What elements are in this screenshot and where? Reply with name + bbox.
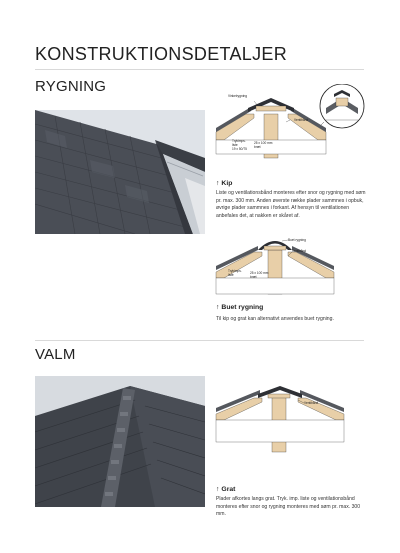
buet-title: ↑Buet rygning [216, 304, 264, 311]
grat-description: Plader afkortes langs grat. Tryk. imp. l… [216, 496, 361, 518]
ridge-detail-diagram: Vinkelrygning Ventibånd Trykimps. liste … [214, 83, 366, 184]
page-title: KONSTRUKTIONSDETALJER [35, 44, 287, 64]
section-heading-rygning: RYGNING [35, 78, 107, 95]
label-ventibaand-1: Ventibånd [294, 118, 308, 122]
curved-ridge-diagram: Buet rygning Ventibånd Trykimps. liste 2… [214, 234, 354, 296]
section-divider [35, 340, 364, 341]
label-board-b1: 25 x 100 mm [250, 271, 269, 275]
label-trykimps-2: liste [232, 143, 238, 147]
buet-description: Til kip og grat kan alternativt anvendes… [216, 316, 334, 322]
arrow-up-icon: ↑ [216, 180, 220, 187]
title-divider [35, 69, 364, 70]
kip-title: ↑Kip [216, 180, 233, 187]
label-ventibaand-3: Ventibånd [304, 401, 318, 405]
label-buet-rygning: Buet rygning [288, 238, 306, 242]
label-ventibaand-2: Ventibånd [292, 249, 306, 253]
hip-detail-diagram: Ventibånd [214, 386, 354, 454]
ridge-photo [35, 110, 205, 234]
label-board-1: 25 x 100 mm [254, 141, 273, 145]
arrow-up-icon: ↑ [216, 486, 220, 493]
label-board-b2: bræt [250, 275, 257, 279]
label-trykimps-3: 19 x 50/75 [232, 147, 247, 151]
label-vinkelrygning: Vinkelrygning [228, 94, 247, 98]
label-trykimps-1: Trykimps. [232, 139, 246, 143]
arrow-up-icon: ↑ [216, 304, 220, 311]
grat-title: ↑Grat [216, 486, 236, 493]
section-heading-valm: VALM [35, 346, 76, 363]
hip-photo [35, 376, 205, 507]
label-board-2: bræt [254, 145, 261, 149]
label-trykimps-b1: Trykimps. [228, 269, 242, 273]
label-trykimps-b2: liste [228, 273, 234, 277]
kip-description: Liste og ventilationsbånd monteres efter… [216, 190, 366, 219]
